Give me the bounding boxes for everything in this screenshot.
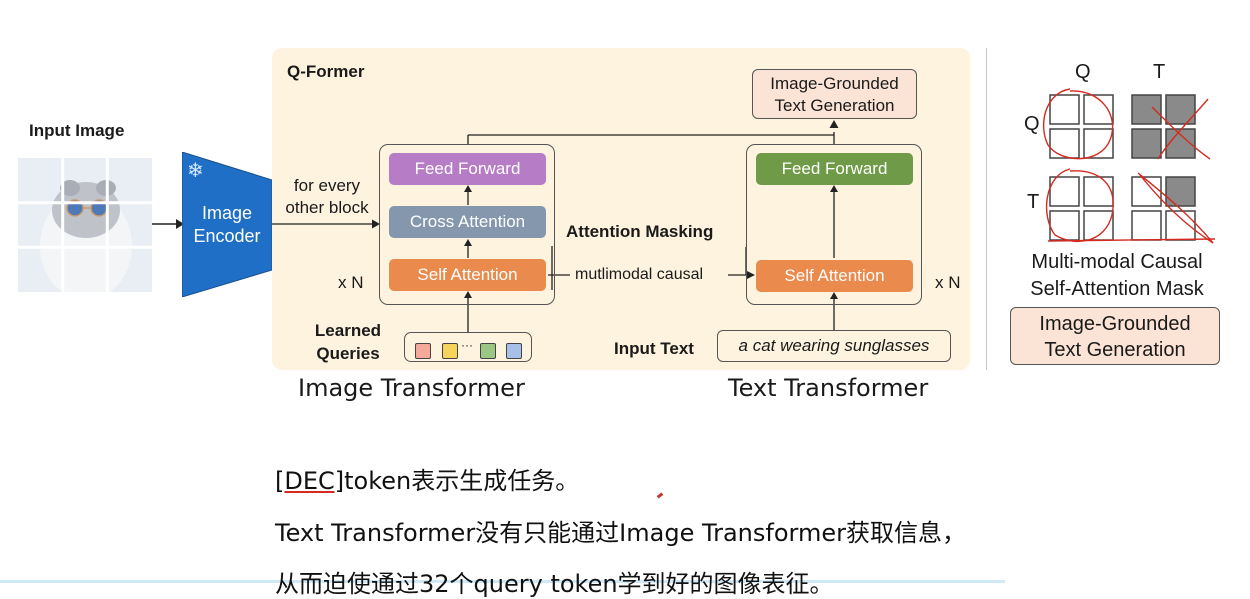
annotation-cross-stroke-2	[1157, 98, 1209, 160]
input-text-box: a cat wearing sunglasses	[717, 330, 951, 362]
image-self-attention-layer: Self Attention	[389, 259, 546, 291]
text-self-attention-layer: Self Attention	[756, 260, 913, 292]
query-token	[480, 343, 496, 359]
attention-mask-grid	[1043, 88, 1216, 244]
mask-title-line1: Multi-modal Causal	[1031, 251, 1203, 273]
mask-cell-open	[1049, 128, 1080, 159]
text-feed-forward-layer: Feed Forward	[756, 153, 913, 185]
mask-col-label-q: Q	[1075, 61, 1091, 83]
mask-cell-open	[1049, 210, 1080, 241]
note-line-1-text: token表示生成任务。	[344, 467, 580, 495]
snowflake-icon: ❄	[187, 160, 204, 182]
query-token	[506, 343, 522, 359]
image-feed-forward-layer: Feed Forward	[389, 153, 546, 185]
mask-cell-open	[1131, 210, 1162, 241]
attention-masking-title: Attention Masking	[566, 222, 714, 241]
input-image-label: Input Image	[29, 121, 125, 140]
pen-cursor-mark	[656, 492, 664, 499]
output-line1: Image-Grounded	[770, 74, 899, 93]
mask-cell-open	[1083, 176, 1114, 207]
mask-cell-open	[1165, 210, 1196, 241]
cross-attn-note-line1: for every	[293, 176, 361, 195]
mask-cell-open	[1131, 176, 1162, 207]
image-encoder-label-line2: Encoder	[193, 226, 261, 246]
text-repeat-label: x N	[935, 273, 961, 292]
cross-attention-layer: Cross Attention	[389, 206, 546, 238]
mask-cell-blocked	[1131, 128, 1162, 159]
arrow-to-encoder	[152, 219, 184, 229]
mask-cell-open	[1049, 94, 1080, 125]
multimodal-causal-label: mutlimodal causal	[575, 266, 704, 283]
mask-badge-line1: Image-Grounded	[1039, 313, 1191, 335]
text-transformer-block	[746, 144, 922, 305]
image-transformer-caption: Image Transformer	[298, 374, 525, 402]
learned-queries-label-line2: Queries	[316, 344, 380, 363]
note-line-2: Text Transformer没有只能通过Image Transformer获…	[275, 519, 966, 547]
mask-task-badge: Image-Grounded Text Generation	[1010, 307, 1220, 365]
mask-cell-blocked	[1165, 176, 1196, 207]
cross-attn-note-line2: other block	[285, 198, 369, 217]
scroll-guide-line	[0, 580, 1005, 583]
learned-queries-box: ···	[404, 332, 532, 362]
note-line-3: 从而迫使通过32个query token学到好的图像表征。	[275, 570, 834, 598]
mask-row-label-q: Q	[1024, 113, 1040, 135]
input-text-label: Input Text	[614, 339, 694, 358]
mask-title-line2: Self-Attention Mask	[1030, 278, 1204, 300]
query-token	[415, 343, 431, 359]
annotation-causal-triangle	[1137, 172, 1214, 244]
panel-divider	[986, 48, 987, 370]
image-grounded-text-generation-output: Image-Grounded Text Generation	[752, 69, 917, 119]
mask-row-label-t: T	[1027, 191, 1040, 213]
annotation-circle-qq	[1043, 88, 1114, 160]
note-line-1: [DEC]token表示生成任务。	[275, 461, 579, 496]
output-line2: Text Generation	[774, 96, 895, 115]
query-ellipsis: ···	[461, 338, 473, 352]
annotation-underline	[1047, 238, 1216, 242]
image-encoder: ❄ Image Encoder	[182, 152, 272, 297]
image-encoder-label-line1: Image	[201, 203, 253, 223]
mask-cell-blocked	[1131, 94, 1162, 125]
mask-badge-line2: Text Generation	[1044, 339, 1186, 361]
query-token	[442, 343, 458, 359]
text-transformer-caption: Text Transformer	[728, 374, 929, 402]
input-image-cat-photo	[18, 158, 152, 300]
mask-cell-open	[1049, 176, 1080, 207]
qformer-title: Q-Former	[287, 62, 365, 81]
dec-token: [DEC]	[275, 467, 345, 495]
image-repeat-label: x N	[338, 273, 364, 292]
image-transformer-block	[379, 144, 555, 305]
mask-col-label-t: T	[1153, 61, 1166, 83]
annotation-cross-stroke-1	[1151, 106, 1211, 160]
learned-queries-label-line1: Learned	[314, 321, 382, 340]
